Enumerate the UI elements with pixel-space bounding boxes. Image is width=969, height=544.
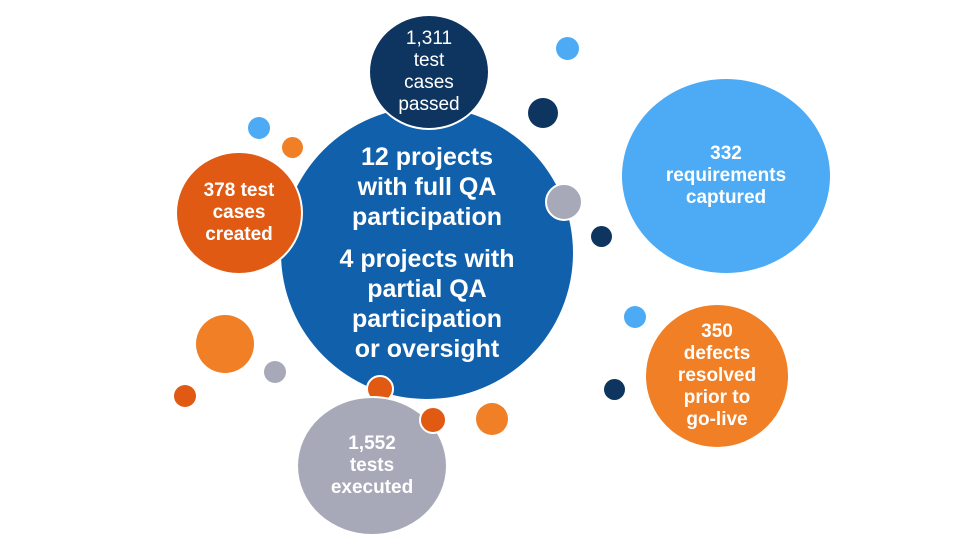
created-line: cases bbox=[212, 202, 266, 223]
decor-dot-light-blue bbox=[248, 117, 270, 139]
main-line: 12 projects bbox=[360, 143, 493, 171]
created-line: created bbox=[205, 224, 273, 245]
passed-line: passed bbox=[398, 94, 460, 115]
defects-line: resolved bbox=[677, 365, 757, 386]
main-line: participation bbox=[351, 305, 502, 333]
main-line: or oversight bbox=[354, 335, 500, 363]
decor-dot-orange bbox=[196, 315, 254, 373]
decor-dot-navy bbox=[528, 98, 558, 128]
defects-resolved-bubble: 350 defects resolved prior to go-live bbox=[646, 305, 788, 447]
decor-dot-light-blue bbox=[624, 306, 646, 328]
main-line: partial QA bbox=[367, 275, 487, 303]
decor-dot-dark-orange bbox=[419, 406, 447, 434]
main-line: participation bbox=[351, 203, 502, 231]
executed-line: 1,552 bbox=[348, 433, 396, 454]
decor-dot-light-blue bbox=[556, 37, 579, 60]
main-line: with full QA bbox=[357, 173, 497, 201]
passed-line: test bbox=[413, 50, 445, 71]
defects-line: go-live bbox=[686, 409, 748, 430]
decor-dot-orange bbox=[476, 403, 508, 435]
passed-line: 1,311 bbox=[405, 28, 453, 49]
decor-dot-navy bbox=[604, 379, 625, 400]
executed-line: executed bbox=[330, 477, 414, 498]
defects-line: 350 bbox=[701, 321, 733, 342]
requirements-line: captured bbox=[685, 187, 767, 208]
decor-dot-gray bbox=[264, 361, 286, 383]
requirements-line: 332 bbox=[710, 143, 742, 164]
main-projects-bubble: 12 projects with full QA participation 4… bbox=[281, 107, 573, 399]
test-cases-created-bubble: 378 test cases created bbox=[175, 151, 303, 275]
test-cases-passed-bubble: 1,311 test cases passed bbox=[368, 14, 490, 130]
executed-line: tests bbox=[349, 455, 395, 476]
passed-line: cases bbox=[404, 72, 454, 93]
decor-dot-orange bbox=[282, 137, 303, 158]
decor-dot-navy bbox=[591, 226, 612, 247]
defects-line: defects bbox=[683, 343, 751, 364]
main-line: 4 projects with bbox=[339, 245, 515, 273]
decor-dot-gray bbox=[545, 183, 583, 221]
defects-line: prior to bbox=[683, 387, 751, 408]
decor-dot-dark-orange bbox=[174, 385, 196, 407]
created-line: 378 test bbox=[203, 180, 275, 201]
requirements-captured-bubble: 332 requirements captured bbox=[622, 79, 830, 273]
requirements-line: requirements bbox=[665, 165, 787, 186]
